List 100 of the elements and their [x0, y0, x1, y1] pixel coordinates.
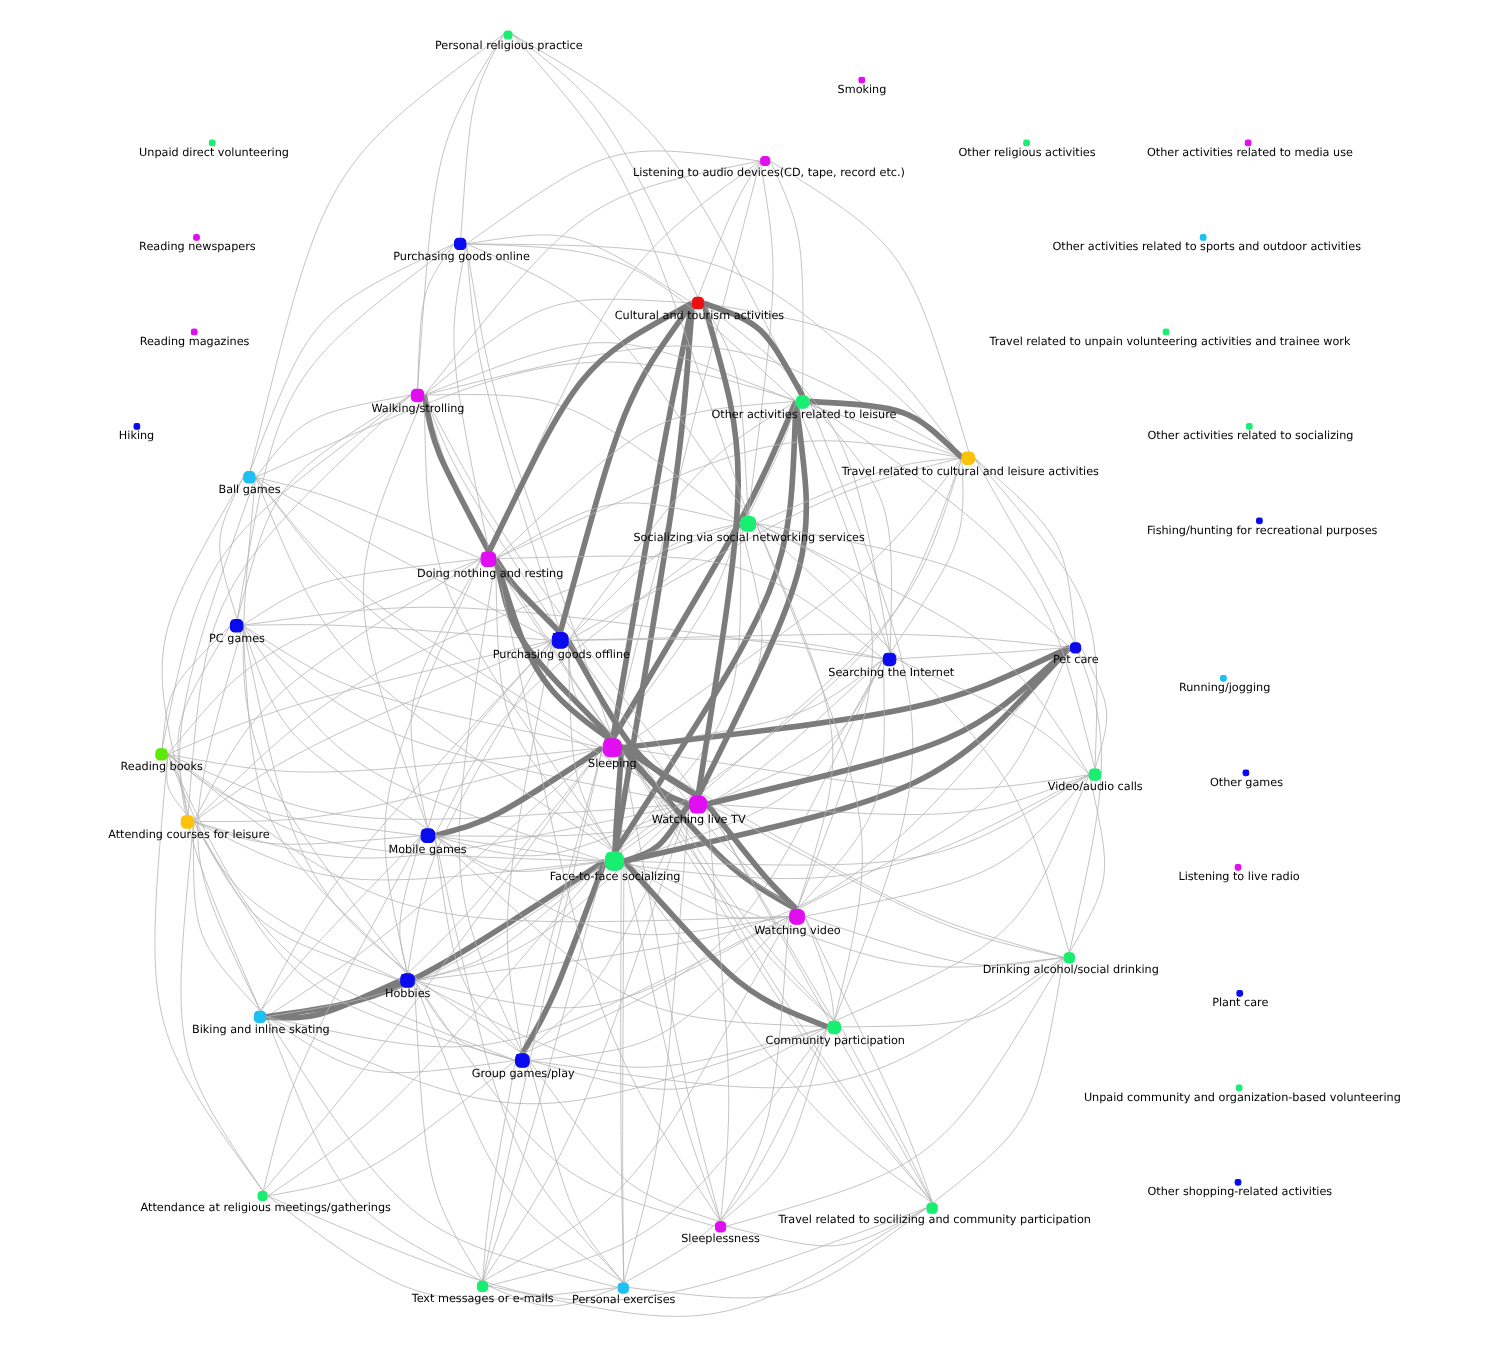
connector	[422, 394, 698, 797]
connector	[192, 639, 552, 822]
connector	[166, 754, 421, 837]
connector	[620, 747, 720, 1223]
connector	[266, 860, 605, 1197]
connector	[701, 300, 805, 398]
connector	[973, 457, 1101, 954]
connector	[719, 915, 789, 1223]
connector	[622, 803, 689, 1284]
connector	[494, 401, 796, 560]
connector	[416, 33, 503, 390]
connector	[511, 33, 748, 517]
connector	[259, 835, 421, 1012]
connector	[409, 558, 481, 830]
connector	[264, 803, 689, 1018]
connector	[464, 243, 962, 459]
connector	[803, 774, 1089, 917]
connector	[754, 457, 962, 524]
connector	[241, 624, 605, 862]
connector	[746, 401, 796, 517]
connector	[931, 956, 1064, 1204]
connector	[702, 302, 890, 654]
connector	[179, 821, 263, 1192]
connector	[696, 160, 760, 298]
connector	[433, 835, 827, 1028]
connector	[481, 803, 689, 1282]
connector	[1079, 646, 1107, 770]
connector	[511, 33, 698, 298]
connector	[459, 33, 503, 239]
connector	[166, 754, 789, 922]
connector	[265, 978, 401, 1021]
connector	[412, 980, 516, 1061]
connector	[264, 858, 606, 1020]
connector	[808, 401, 912, 1022]
connector	[521, 803, 689, 1055]
connector	[527, 1060, 624, 1284]
connector	[494, 558, 797, 910]
connector	[241, 476, 407, 975]
connector	[754, 522, 1070, 648]
connector	[160, 476, 243, 817]
connector	[494, 502, 740, 560]
connector	[433, 774, 1089, 879]
connector	[259, 639, 552, 1012]
connector	[620, 747, 1064, 958]
connector	[527, 915, 789, 1061]
connector	[176, 624, 230, 817]
connector	[795, 646, 1070, 910]
connector	[261, 835, 421, 1192]
connector	[768, 160, 969, 453]
connector	[241, 624, 522, 1055]
connector	[241, 624, 689, 805]
connector	[254, 476, 552, 641]
connector	[839, 956, 1064, 1028]
connector	[412, 980, 827, 1068]
connector	[192, 821, 516, 1061]
connector	[166, 754, 401, 981]
connector	[422, 394, 560, 633]
connector	[412, 803, 689, 981]
connector	[705, 803, 834, 1022]
connector	[192, 558, 481, 822]
connector	[486, 1285, 618, 1307]
connector	[264, 1016, 827, 1105]
connector	[166, 639, 552, 755]
connector	[505, 639, 552, 1055]
connector	[485, 300, 693, 554]
connector	[266, 1195, 927, 1301]
connector	[754, 522, 1069, 954]
connector	[494, 555, 883, 660]
connector	[527, 1060, 720, 1223]
connector	[620, 747, 834, 1022]
connector	[527, 956, 1064, 1089]
connector	[432, 745, 604, 839]
connector	[795, 658, 884, 910]
connector	[422, 160, 760, 396]
connector	[622, 860, 1064, 968]
connector	[705, 803, 933, 1204]
connector	[464, 150, 760, 245]
connector	[894, 646, 1070, 660]
connector	[694, 302, 740, 797]
connector	[241, 624, 603, 749]
connector	[406, 639, 552, 975]
connector	[705, 803, 1064, 958]
connector	[746, 160, 773, 517]
connector	[724, 956, 1064, 1227]
connector	[166, 754, 516, 1061]
connector	[406, 747, 603, 975]
connector	[527, 1026, 827, 1090]
connector	[241, 624, 428, 830]
connector	[894, 658, 1089, 775]
connector	[186, 394, 411, 817]
connector	[566, 457, 962, 641]
connector	[808, 401, 1095, 770]
connector	[494, 440, 962, 560]
connector	[241, 558, 481, 626]
connector	[626, 1207, 927, 1299]
connector	[808, 401, 891, 654]
connector	[754, 522, 890, 654]
connector	[622, 802, 691, 864]
connector	[803, 915, 1064, 966]
connector	[241, 624, 407, 975]
